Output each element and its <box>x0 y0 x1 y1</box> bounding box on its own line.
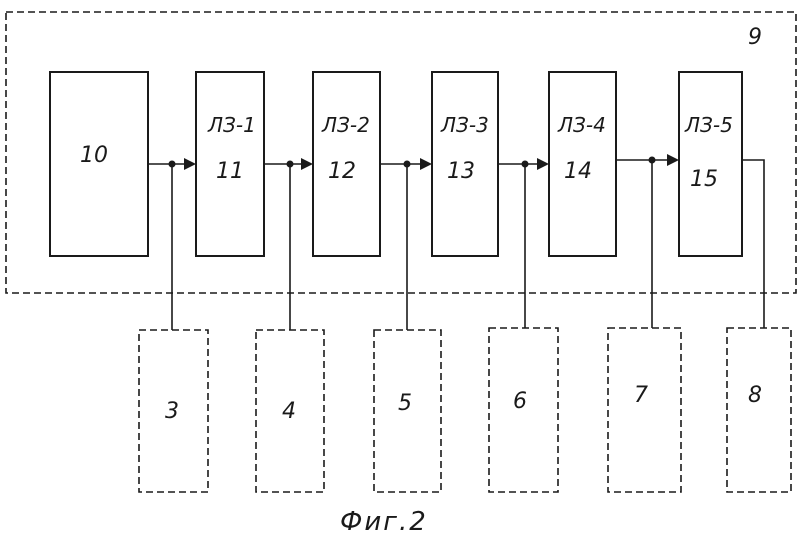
delay-line-code-3: ЛЗ-3 <box>440 113 489 137</box>
delay-line-code-5: ЛЗ-5 <box>684 113 733 137</box>
delay-line-code-2: ЛЗ-2 <box>321 113 370 137</box>
delay-line-code-4: ЛЗ-4 <box>557 113 606 137</box>
delay-line-block-5 <box>679 72 742 256</box>
output-block-8 <box>727 328 791 492</box>
output-label-4: 4 <box>282 399 296 424</box>
delay-line-number-2: 12 <box>328 159 356 184</box>
delay-line-number-1: 11 <box>216 159 244 184</box>
delay-line-number-5: 15 <box>690 167 718 192</box>
enclosure-label: 9 <box>748 25 762 50</box>
output-block-7 <box>608 328 681 492</box>
delay-line-number-3: 13 <box>447 159 475 184</box>
output-label-8: 8 <box>748 383 762 408</box>
output-label-3: 3 <box>165 399 179 424</box>
output-label-6: 6 <box>513 389 527 414</box>
delay-line-code-1: ЛЗ-1 <box>207 113 256 137</box>
delay-line-number-4: 14 <box>564 159 592 184</box>
generator-label: 10 <box>80 143 108 168</box>
figure-caption: Фиг.2 <box>340 507 428 537</box>
output-label-5: 5 <box>398 391 412 416</box>
output-label-7: 7 <box>634 383 648 408</box>
